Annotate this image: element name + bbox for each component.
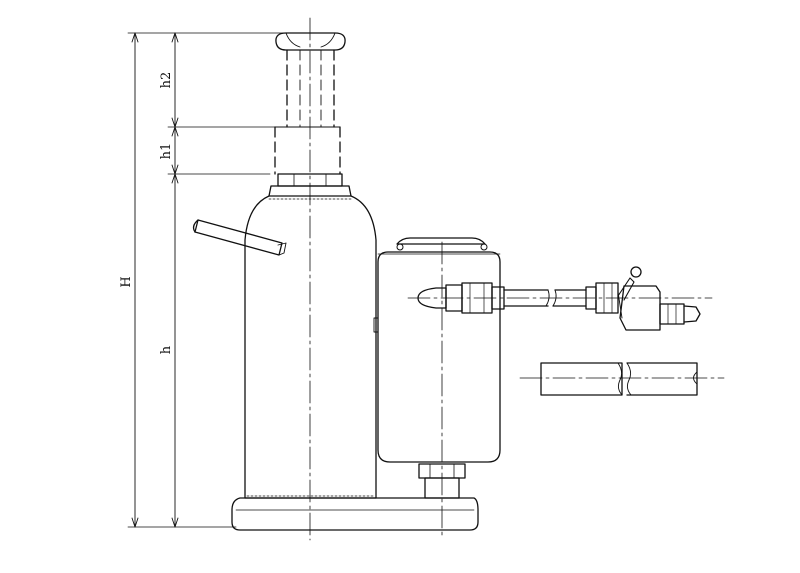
jack-base — [231, 497, 479, 531]
dimension-lines — [127, 32, 319, 528]
label-first-extension: h1 — [159, 143, 174, 160]
upper-ram-extension — [286, 49, 335, 128]
label-base-height: h — [159, 345, 174, 354]
cylinder-body — [244, 195, 379, 499]
saddle — [275, 32, 346, 51]
hose-assembly — [417, 266, 701, 331]
label-overall-height: H — [119, 276, 134, 287]
lower-ram-extension — [274, 126, 341, 175]
pump-reservoir — [377, 237, 501, 463]
label-second-extension: h2 — [159, 72, 174, 89]
hose-detail-section — [519, 362, 725, 396]
lever-handle — [192, 219, 287, 256]
pump-lower-fitting — [418, 463, 466, 499]
